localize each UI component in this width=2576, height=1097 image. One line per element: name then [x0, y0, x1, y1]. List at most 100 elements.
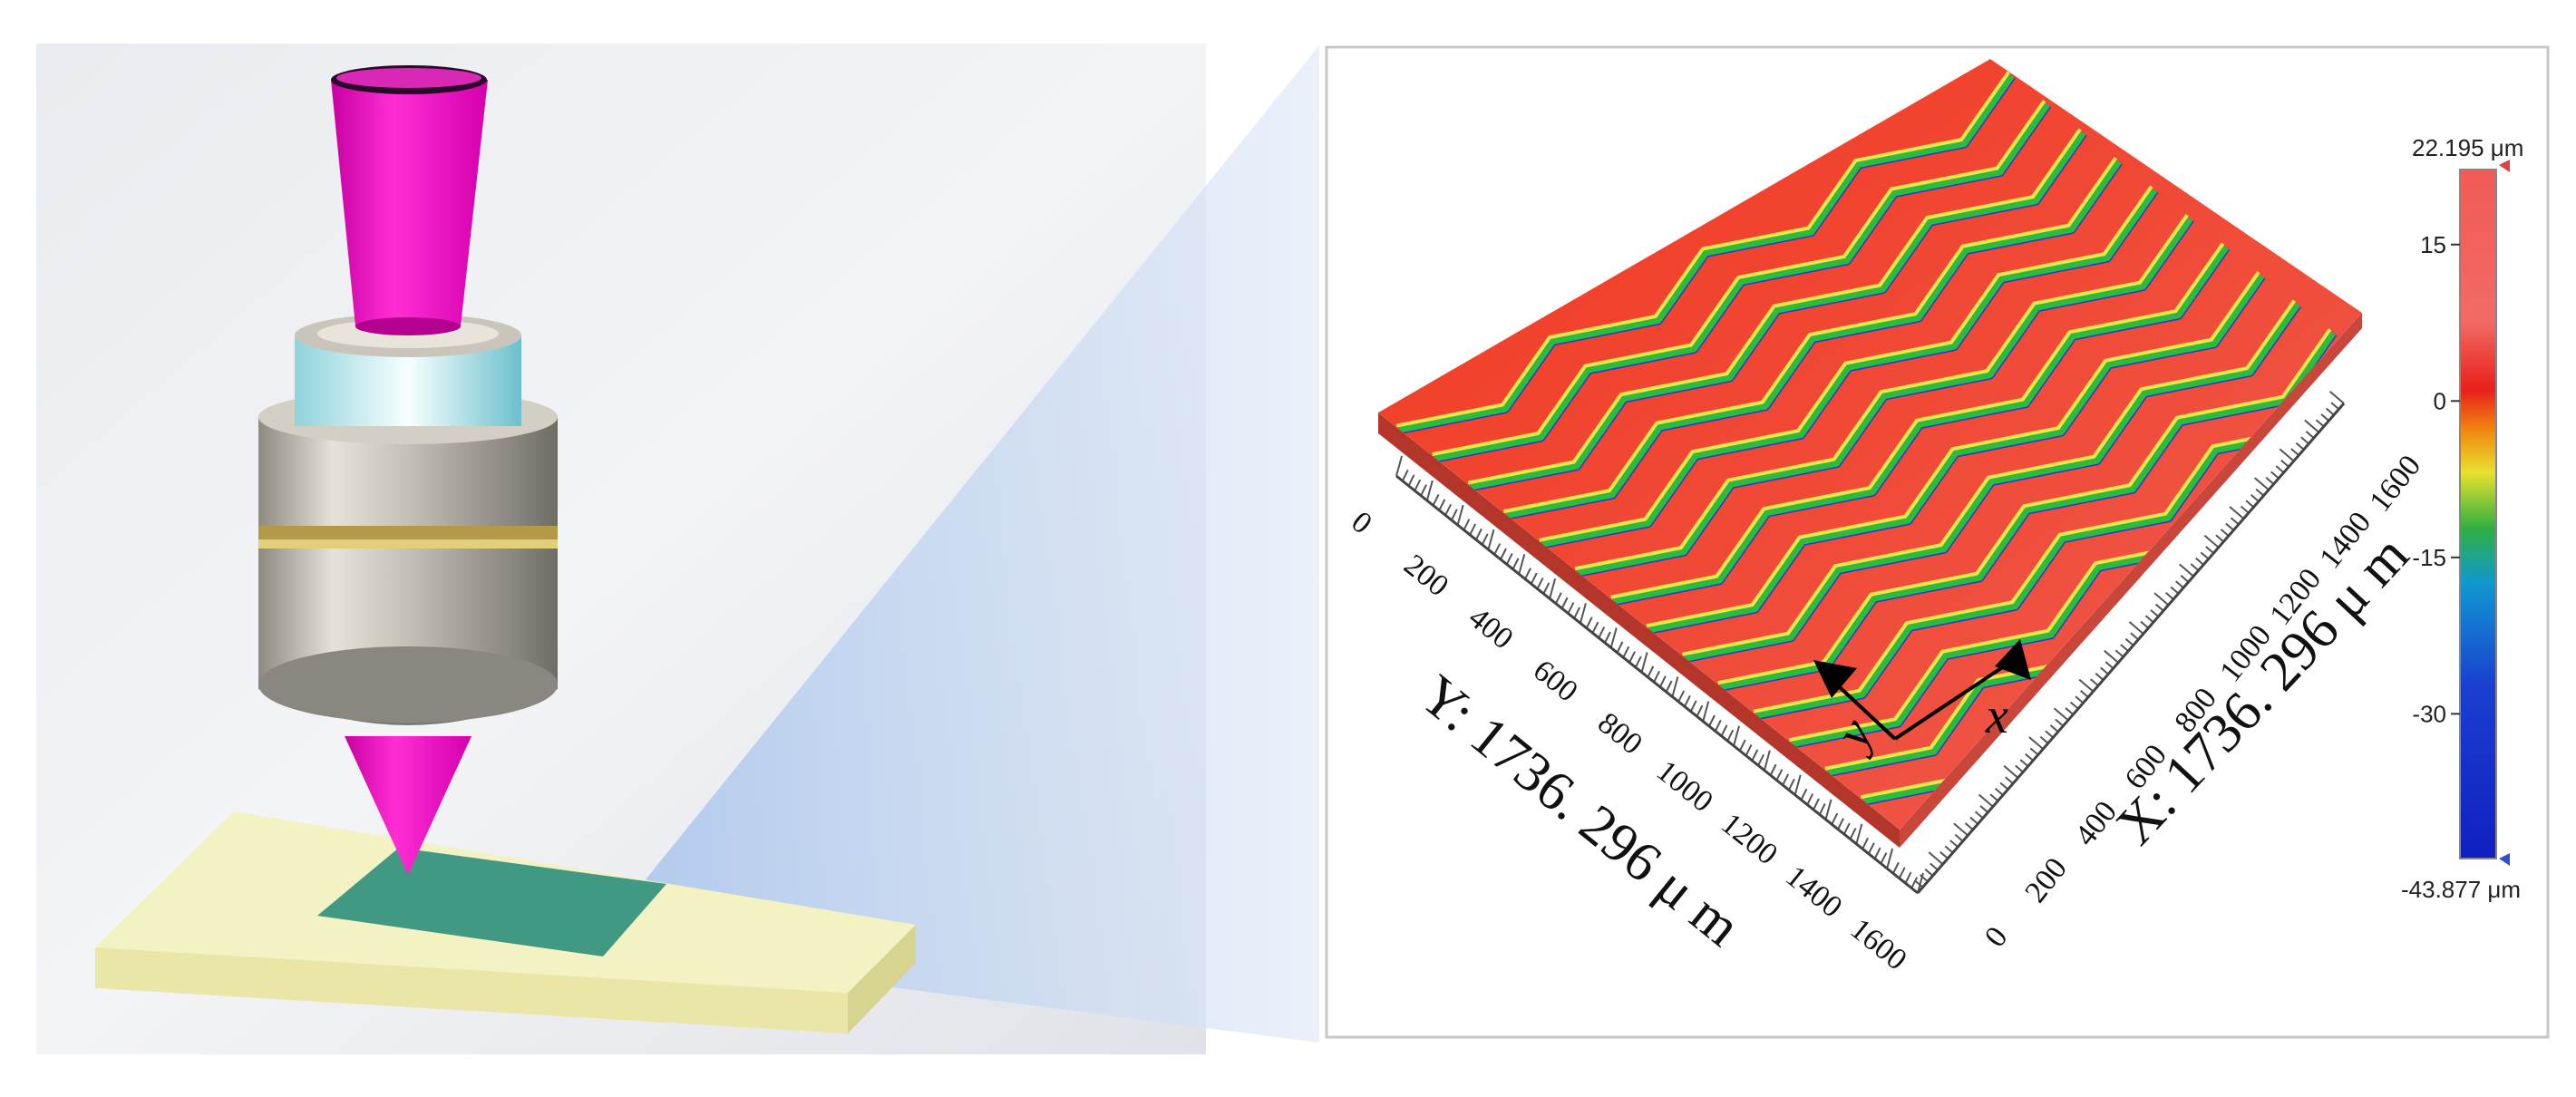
x-direction-label: x	[1985, 688, 2008, 744]
y-minor-tick	[1536, 578, 1544, 589]
y-minor-tick	[1585, 616, 1593, 629]
y-minor-tick	[1873, 847, 1881, 859]
y-minor-tick	[1708, 714, 1716, 727]
y-minor-tick	[1910, 877, 1919, 889]
x-minor-tick	[2055, 718, 2065, 727]
y-minor-tick	[1917, 872, 1924, 894]
y-minor-tick	[1806, 793, 1814, 806]
colorbar-tick-label: 15	[2420, 231, 2446, 258]
x-minor-tick	[2320, 413, 2330, 422]
direction-indicator: x y	[1813, 639, 2031, 761]
x-minor-tick	[1964, 822, 1974, 830]
x-minor-tick	[2105, 661, 2114, 669]
y-minor-tick	[1598, 626, 1606, 639]
y-minor-tick	[1793, 774, 1802, 796]
y-minor-tick	[1475, 528, 1482, 540]
y-minor-tick	[1818, 802, 1826, 815]
x-minor-tick	[2079, 690, 2089, 698]
y-minor-tick	[1763, 750, 1771, 771]
x-minor-tick	[2229, 506, 2245, 519]
y-minor-tick	[1524, 568, 1531, 580]
x-minor-tick	[2330, 402, 2340, 411]
y-minor-tick	[1684, 694, 1691, 707]
y-minor-tick	[1788, 778, 1795, 791]
x-minor-tick	[2240, 505, 2250, 514]
x-minor-tick	[2270, 471, 2280, 480]
y-minor-tick	[1849, 828, 1857, 840]
x-minor-tick	[1953, 822, 1968, 837]
x-minor-tick	[2028, 736, 2044, 750]
y-minor-tick	[1542, 582, 1550, 595]
x-minor-tick	[2254, 477, 2270, 491]
y-minor-tick	[1560, 597, 1569, 609]
axis-minor-ticks	[1395, 391, 2345, 894]
x-minor-tick	[2325, 407, 2335, 416]
y-minor-tick	[1720, 724, 1728, 737]
y-minor-tick	[1622, 646, 1630, 658]
groove-highlight	[1539, 185, 2153, 542]
y-minor-tick	[1487, 529, 1495, 550]
x-minor-tick	[2245, 500, 2255, 509]
x-minor-tick	[2200, 551, 2210, 560]
y-arrow-head	[1813, 660, 1857, 698]
colorbar-tick-label: -15	[2412, 544, 2446, 571]
y-minor-tick	[1867, 842, 1875, 855]
y-minor-tick	[1658, 675, 1667, 688]
x-minor-tick	[2265, 476, 2275, 485]
y-minor-tick	[1886, 848, 1894, 869]
y-minor-tick	[1702, 701, 1710, 722]
y-minor-tick	[1554, 592, 1562, 605]
x-minor-tick	[2328, 391, 2345, 404]
x-minor-tick	[1949, 840, 1959, 848]
y-minor-tick	[1609, 627, 1618, 648]
x-minor-tick	[2053, 707, 2069, 722]
surface-front-left-edge	[1378, 413, 1900, 848]
y-minor-tick	[1450, 509, 1458, 521]
x-minor-tick	[2049, 724, 2059, 733]
y-minor-tick	[1671, 676, 1679, 697]
projection-beam	[635, 45, 1319, 1043]
y-minor-tick	[1813, 798, 1820, 811]
y-minor-tick	[1432, 494, 1440, 506]
x-minor-tick	[2180, 574, 2190, 583]
substrate	[95, 811, 916, 1034]
y-minor-tick	[1518, 553, 1526, 575]
groove-highlight	[1610, 242, 2225, 599]
groove-highlight	[1432, 99, 2046, 457]
x-minor-tick	[2195, 557, 2204, 566]
y-minor-tick	[1640, 652, 1648, 673]
y-minor-tick	[1493, 543, 1502, 556]
x-minor-tick	[2019, 759, 2029, 767]
x-minor-tick	[1969, 816, 1979, 825]
x-minor-tick	[2179, 563, 2194, 578]
x-minor-tick	[1920, 874, 1929, 883]
y-minor-tick	[1438, 499, 1446, 511]
colorbar: 22.195 μm -43.877 μm 150-15-30	[2401, 134, 2523, 903]
x-minor-tick	[2290, 448, 2299, 456]
groove-wall	[1719, 330, 2336, 691]
y-minor-tick	[1530, 572, 1538, 585]
y-minor-tick	[1831, 812, 1839, 825]
x-minor-tick	[2140, 620, 2150, 629]
groove-highlight	[1646, 271, 2260, 628]
groove-highlight	[1682, 299, 2297, 656]
y-minor-tick	[1469, 523, 1477, 536]
y-minor-tick	[1512, 558, 1520, 570]
x-minor-tick	[2104, 649, 2119, 664]
x-minor-tick	[1914, 879, 1924, 888]
y-minor-tick	[1500, 548, 1507, 560]
y-minor-tick	[1653, 670, 1661, 683]
y-minor-tick	[1505, 552, 1513, 565]
colorbar-min-label: -43.877 μm	[2401, 876, 2521, 903]
x-minor-tick	[2170, 586, 2180, 595]
x-minor-tick	[2295, 442, 2305, 451]
y-minor-tick	[1481, 533, 1489, 546]
x-minor-tick	[2205, 546, 2214, 554]
groove-highlight	[1574, 214, 2189, 571]
laser-patterned-area	[317, 848, 666, 956]
x-minor-tick	[2150, 609, 2160, 617]
x-minor-tick	[1928, 851, 1944, 865]
y-minor-tick	[1456, 504, 1464, 526]
x-minor-tick	[2225, 522, 2235, 531]
